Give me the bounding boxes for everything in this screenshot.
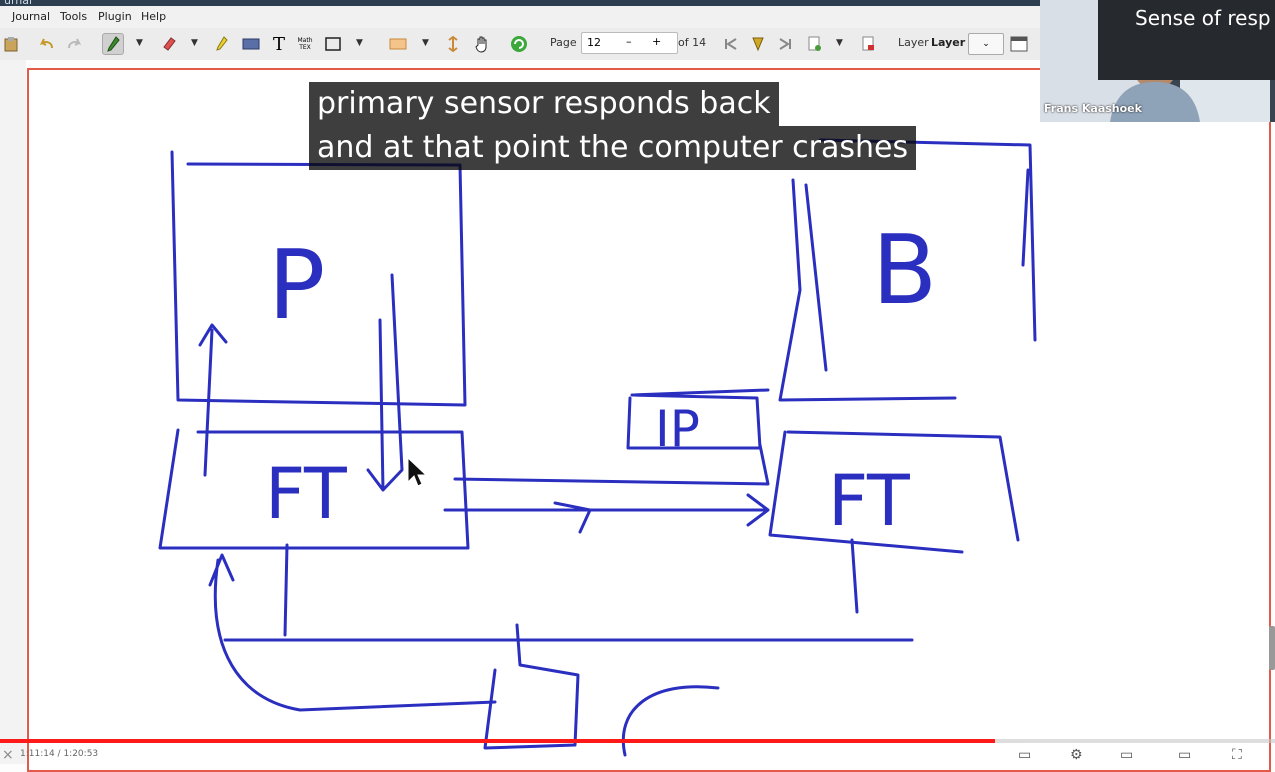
page-increment-button[interactable]: + xyxy=(652,35,662,48)
subtitle-caption: primary sensor responds back and at that… xyxy=(309,82,917,170)
image-tool-icon[interactable] xyxy=(240,33,262,55)
layer-label: Layer xyxy=(898,36,929,49)
right-ft-label: FT xyxy=(828,460,910,542)
rectangle-tool-icon[interactable] xyxy=(322,33,344,55)
tex-tool-label: TEX xyxy=(299,44,311,51)
window-title: urnal xyxy=(4,0,33,7)
mouse-cursor-icon xyxy=(407,456,428,487)
progress-fill xyxy=(0,739,995,743)
close-icon[interactable]: × xyxy=(2,747,14,763)
layer-dropdown-button[interactable]: ⌄ xyxy=(968,33,1004,55)
refresh-icon[interactable] xyxy=(508,33,530,55)
page-label: Page xyxy=(550,36,577,49)
connection-line-top xyxy=(453,443,770,486)
eraser-dropdown-icon[interactable]: ▼ xyxy=(191,38,198,48)
canvas-scrollbar[interactable] xyxy=(1269,626,1275,670)
delete-page-icon[interactable] xyxy=(857,33,879,55)
right-ft-box xyxy=(768,430,1020,554)
primary-down-arrow xyxy=(366,273,404,492)
shape-dropdown-icon[interactable]: ▼ xyxy=(356,38,363,48)
undo-icon[interactable] xyxy=(36,33,58,55)
menu-tools[interactable]: Tools xyxy=(60,10,88,23)
backup-label: B xyxy=(872,216,937,326)
highlighter-icon[interactable] xyxy=(211,33,233,55)
page-number-value: 12 xyxy=(587,36,601,49)
math-tex-icon[interactable]: Math TEX xyxy=(294,33,316,55)
progress-buffer xyxy=(992,739,1022,743)
disk-connection-arrow xyxy=(208,553,497,712)
theater-mode-icon[interactable]: ▭ xyxy=(1178,747,1192,763)
redo-icon[interactable] xyxy=(63,33,85,55)
selection-rect-icon[interactable] xyxy=(387,33,409,55)
canvas-left-margin xyxy=(0,60,26,764)
primary-up-arrow xyxy=(198,323,228,477)
menu-journal[interactable]: Journal xyxy=(12,10,51,23)
disk-d-shape xyxy=(483,623,580,750)
toolbar: ▼ ▼ T Math TEX ▼ ▼ Page 12 – + of 14 xyxy=(0,28,1045,61)
selection-dropdown-icon[interactable]: ▼ xyxy=(422,38,429,48)
vertical-space-icon[interactable] xyxy=(442,33,464,55)
left-ft-label: FT xyxy=(265,453,347,535)
video-title: Sense of resp xyxy=(1135,6,1271,30)
subtitles-icon[interactable]: ▭ xyxy=(1018,747,1032,763)
next-page-icon[interactable] xyxy=(747,33,769,55)
primary-label: P xyxy=(268,231,325,341)
pen-dropdown-icon[interactable]: ▼ xyxy=(136,38,143,48)
new-page-dropdown-icon[interactable]: ▼ xyxy=(836,38,843,48)
ip-label: IP xyxy=(655,400,700,458)
left-ft-box xyxy=(158,428,470,550)
ip-box xyxy=(626,388,770,450)
video-progress-bar[interactable] xyxy=(0,739,1275,743)
menu-bar: Journal Tools Plugin Help xyxy=(0,6,1045,28)
eraser-icon[interactable] xyxy=(158,33,180,55)
settings-icon[interactable]: ⚙ xyxy=(1070,747,1083,763)
video-player-controls: × 1:11:14 / 1:20:53 ▭ ⚙ ▭ ▭ ⛶ xyxy=(0,743,1275,764)
page-number-input[interactable]: 12 – + xyxy=(581,32,678,54)
window-titlebar: urnal xyxy=(0,0,1045,7)
presenter-name: Frans Kaashoek xyxy=(1044,102,1142,115)
page-total: of 14 xyxy=(678,36,707,49)
right-ft-down-line xyxy=(850,538,859,614)
caption-line-1: primary sensor responds back xyxy=(309,82,779,126)
miniplayer-icon[interactable]: ▭ xyxy=(1120,747,1134,763)
backup-box xyxy=(778,138,1037,402)
fullscreen-icon[interactable] xyxy=(1008,33,1030,55)
journal-page[interactable] xyxy=(27,68,1271,772)
paste-icon[interactable] xyxy=(0,33,22,55)
menu-plugin[interactable]: Plugin xyxy=(98,10,132,23)
pen-tool-icon[interactable] xyxy=(102,33,124,55)
first-page-icon[interactable] xyxy=(720,33,742,55)
page-decrement-button[interactable]: – xyxy=(626,35,632,48)
caption-line-2: and at that point the computer crashes xyxy=(309,126,917,170)
layer-value: Layer 1 xyxy=(931,36,977,49)
text-tool-icon[interactable]: T xyxy=(272,33,285,55)
left-ft-down-line xyxy=(283,543,289,637)
new-page-icon[interactable] xyxy=(803,33,825,55)
connection-line-bottom xyxy=(443,493,770,534)
math-tool-label: Math xyxy=(297,37,313,44)
fullscreen-toggle-icon[interactable]: ⛶ xyxy=(1232,747,1242,763)
hand-tool-icon[interactable] xyxy=(471,33,493,55)
menu-help[interactable]: Help xyxy=(141,10,167,23)
video-time: 1:11:14 / 1:20:53 xyxy=(20,749,99,759)
last-page-icon[interactable] xyxy=(774,33,796,55)
video-title-overlay xyxy=(1098,0,1275,80)
